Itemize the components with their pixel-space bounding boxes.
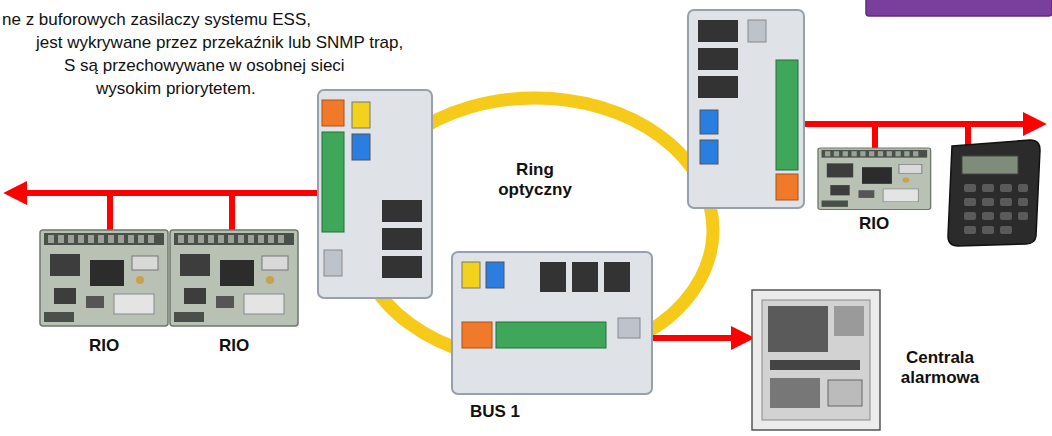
device-label: RIO [859,214,889,234]
device-label: RIO [219,336,249,356]
switch-label: BUS 1 [470,402,520,422]
note-text: ne z buforowych zasilaczy systemu ESS, [2,10,311,30]
note-text: wysokim priorytetem. [96,79,256,99]
note-text: S są przechowywane w osobnej sieci [64,56,345,76]
ring-label: Ring optyczny [480,160,590,200]
note-text: jest wykrywane przez przekaźnik lub SNMP… [36,33,403,53]
panel-label: Centrala alarmowa [890,348,990,388]
device-label: RIO [89,336,119,356]
